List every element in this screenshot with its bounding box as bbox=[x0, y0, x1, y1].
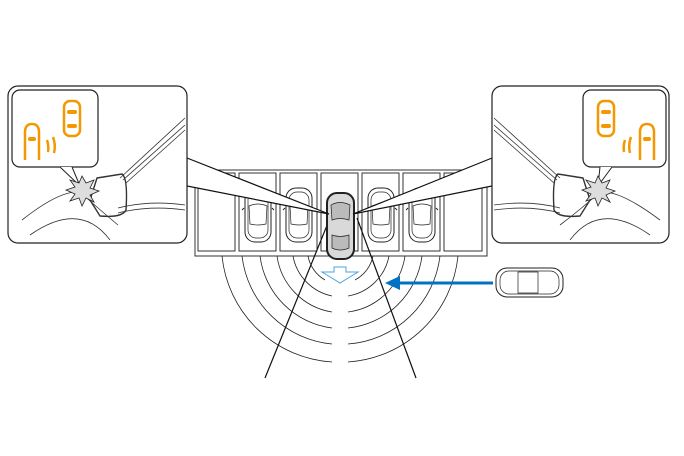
mirror-flash-icon bbox=[580, 175, 617, 207]
right-mirror-callout bbox=[491, 85, 670, 244]
approaching-vehicle-arrow bbox=[385, 276, 493, 290]
approaching-car bbox=[495, 267, 564, 298]
rear-cross-traffic-left-icon bbox=[23, 99, 82, 160]
rear-cross-traffic-right-icon bbox=[596, 99, 656, 160]
own-car bbox=[326, 192, 355, 260]
left-mirror-callout bbox=[7, 85, 188, 244]
detection-range-lines bbox=[264, 217, 417, 379]
reverse-direction-arrow bbox=[320, 266, 360, 284]
sensor-arcs bbox=[221, 256, 459, 363]
mirror-flash-icon bbox=[64, 175, 101, 207]
